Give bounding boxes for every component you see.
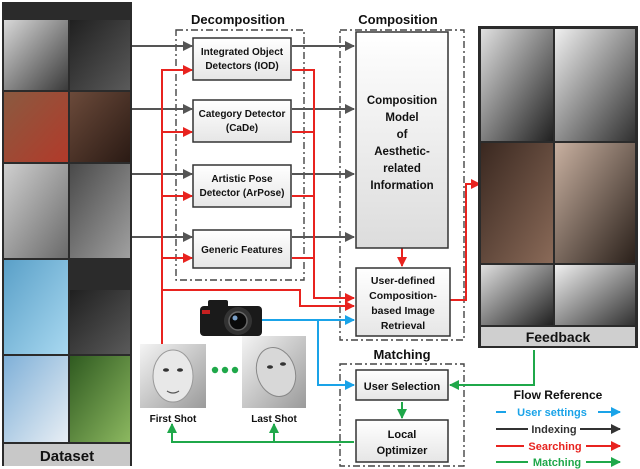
user-settings-flows [262, 315, 355, 390]
composition-model-box: Composition Model of Aesthetic- related … [355, 31, 449, 249]
retrieval-line: Composition- [369, 290, 437, 302]
first-shot-label: First Shot [150, 414, 197, 425]
dataset-panel: Dataset [2, 2, 132, 466]
local-optimizer-box: Local Optimizer [355, 419, 449, 463]
feedback-photo [481, 143, 553, 263]
retrieval-line: Retrieval [381, 320, 425, 332]
composition-model-line: Aesthetic- [374, 146, 430, 158]
feedback-photo [555, 29, 635, 141]
searching-flows [161, 65, 481, 348]
detector-iod-line1: Integrated Object [201, 47, 284, 58]
composition-model-line: Model [385, 112, 418, 124]
dataset-photo [4, 356, 68, 442]
dataset-photo [70, 290, 130, 354]
last-shot-label: Last Shot [251, 414, 297, 425]
detector-generic: Generic Features [192, 229, 292, 269]
first-shot-photo [140, 344, 206, 408]
detector-cade-line2: (CaDe) [226, 123, 258, 134]
legend-title: Flow Reference [514, 388, 603, 402]
feedback-photo [481, 29, 553, 141]
feedback-photo [481, 265, 553, 325]
camera-icon [200, 300, 262, 336]
dataset-photo [70, 356, 130, 442]
composition-frame [339, 29, 465, 341]
legend-indexing: Indexing [531, 424, 576, 436]
legend-searching: Searching [528, 441, 581, 453]
detector-arpose-line2: Detector (ArPose) [199, 188, 284, 199]
detector-cade: Category Detector (CaDe) [192, 99, 292, 143]
dataset-photo [70, 20, 130, 90]
last-shot-photo [242, 336, 306, 408]
retrieval-box: User-defined Composition- based Image Re… [355, 267, 451, 337]
user-selection-box: User Selection [355, 369, 449, 401]
feedback-panel: Feedback [478, 26, 638, 348]
detector-iod-line2: Detectors (IOD) [205, 61, 278, 72]
matching-title: Matching [373, 347, 430, 362]
decomposition-title: Decomposition [191, 12, 285, 27]
detector-cade-line1: Category Detector [199, 109, 286, 120]
composition-model-line: Information [370, 180, 433, 192]
detector-generic-line1: Generic Features [201, 245, 283, 256]
dataset-photo [4, 260, 68, 354]
flow-reference-legend: Flow Reference User settings Indexing Se… [496, 388, 621, 469]
composition-model-line: related [383, 163, 421, 175]
legend-matching: Matching [533, 457, 581, 469]
composition-title: Composition [358, 12, 437, 27]
detector-arpose-line1: Artistic Pose [211, 174, 273, 185]
user-selection-label: User Selection [364, 381, 441, 393]
retrieval-line: User-defined [371, 275, 435, 287]
dataset-label: Dataset [40, 448, 94, 465]
dataset-photo [70, 92, 130, 162]
matching-frame [339, 363, 465, 467]
retrieval-line: based Image [371, 305, 435, 317]
composition-model-line: Composition [367, 95, 437, 107]
dataset-photo [4, 20, 68, 90]
dataset-photo [4, 92, 68, 162]
composition-model-line: of [397, 129, 408, 141]
local-optimizer-line1: Local [388, 429, 417, 441]
detector-arpose: Artistic Pose Detector (ArPose) [192, 164, 292, 208]
legend-user-settings: User settings [517, 407, 587, 419]
feedback-photo [555, 143, 635, 263]
dataset-photo [70, 164, 130, 258]
ellipsis-dots [211, 366, 239, 374]
local-optimizer-line2: Optimizer [377, 445, 428, 457]
feedback-photo [555, 265, 635, 325]
dataset-photo [4, 164, 68, 258]
matching-flows [167, 350, 535, 443]
feedback-label: Feedback [526, 329, 591, 345]
detector-iod: Integrated Object Detectors (IOD) [192, 37, 292, 81]
decomposition-frame [175, 29, 305, 281]
